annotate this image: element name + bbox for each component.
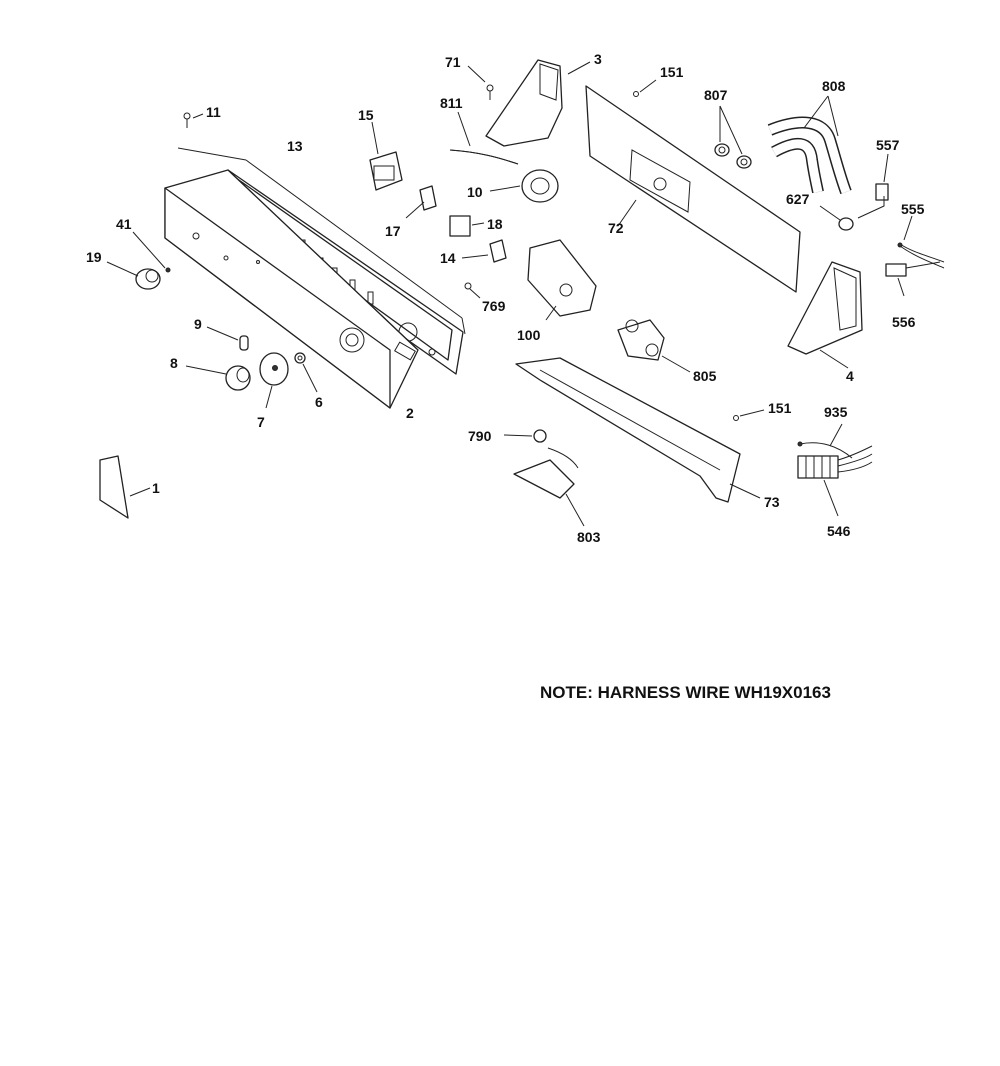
knob-19 bbox=[106, 231, 171, 290]
callout-17: 17 bbox=[385, 223, 401, 239]
nut-6 bbox=[294, 352, 318, 393]
callout-100: 100 bbox=[517, 327, 541, 343]
callout-546: 546 bbox=[827, 523, 851, 539]
callout-73: 73 bbox=[764, 494, 780, 510]
callout-72: 72 bbox=[608, 220, 624, 236]
callout-556: 556 bbox=[892, 314, 916, 330]
timer-100 bbox=[527, 239, 597, 321]
screw-11 bbox=[183, 112, 204, 128]
callout-627: 627 bbox=[786, 191, 810, 207]
bracket-17 bbox=[405, 185, 437, 219]
callout-4: 4 bbox=[846, 368, 854, 384]
callout-71: 71 bbox=[445, 54, 461, 70]
callout-807: 807 bbox=[704, 87, 728, 103]
control-panel-front bbox=[164, 169, 419, 409]
pressure-switch-10 bbox=[489, 169, 559, 203]
switch-15 bbox=[369, 121, 403, 191]
knob-8 bbox=[185, 365, 251, 391]
rear-panel-72 bbox=[585, 85, 801, 293]
manual-1 bbox=[99, 455, 151, 519]
bracket-3 bbox=[485, 59, 591, 147]
clamp-790 bbox=[503, 429, 547, 443]
callout-6: 6 bbox=[315, 394, 323, 410]
screw-71 bbox=[467, 65, 494, 100]
callout-1: 1 bbox=[152, 480, 160, 496]
screw-151-top bbox=[633, 79, 657, 97]
grommet-627 bbox=[819, 205, 854, 231]
water-valve-805 bbox=[617, 319, 691, 373]
callout-13: 13 bbox=[287, 138, 303, 154]
callout-41: 41 bbox=[116, 216, 132, 232]
callout-15: 15 bbox=[358, 107, 374, 123]
callout-7: 7 bbox=[257, 414, 265, 430]
cord-clamp-557 bbox=[857, 153, 889, 219]
relay-18 bbox=[449, 215, 485, 237]
callout-9: 9 bbox=[194, 316, 202, 332]
screw-769 bbox=[464, 282, 481, 299]
callout-18: 18 bbox=[487, 216, 503, 232]
callout-805: 805 bbox=[693, 368, 717, 384]
callout-2: 2 bbox=[406, 405, 414, 421]
hose-811 bbox=[449, 111, 519, 165]
callout-labels: 71 3 151 807 808 811 11 15 13 557 10 627… bbox=[86, 51, 925, 545]
callout-555: 555 bbox=[901, 201, 925, 217]
clip-9 bbox=[206, 326, 249, 351]
washers-807 bbox=[714, 105, 752, 169]
screw-151-lower bbox=[733, 409, 765, 421]
fill-hoses-808 bbox=[767, 95, 852, 195]
callout-151: 151 bbox=[660, 64, 684, 80]
callout-10: 10 bbox=[467, 184, 483, 200]
callout-811: 811 bbox=[440, 95, 463, 111]
callout-557: 557 bbox=[876, 137, 900, 153]
dial-7 bbox=[259, 352, 289, 409]
callout-8: 8 bbox=[170, 355, 178, 371]
callout-808: 808 bbox=[822, 78, 846, 94]
callout-803: 803 bbox=[577, 529, 601, 545]
lower-channel-73 bbox=[515, 357, 761, 503]
bracket-14 bbox=[461, 239, 507, 263]
callout-935: 935 bbox=[824, 404, 848, 420]
callout-14: 14 bbox=[440, 250, 456, 266]
harness-note: NOTE: HARNESS WIRE WH19X0163 bbox=[540, 683, 831, 702]
callout-151-lower: 151 bbox=[768, 400, 792, 416]
callout-790: 790 bbox=[468, 428, 492, 444]
fill-funnel-803 bbox=[513, 447, 585, 527]
end-cap-4 bbox=[787, 261, 863, 369]
callout-769: 769 bbox=[482, 298, 506, 314]
wire-555 bbox=[897, 215, 945, 269]
terminal-block-556 bbox=[885, 261, 941, 297]
callout-19: 19 bbox=[86, 249, 102, 265]
callout-11: 11 bbox=[206, 104, 221, 120]
callout-3: 3 bbox=[594, 51, 602, 67]
wire-harness-935-546 bbox=[797, 423, 873, 517]
